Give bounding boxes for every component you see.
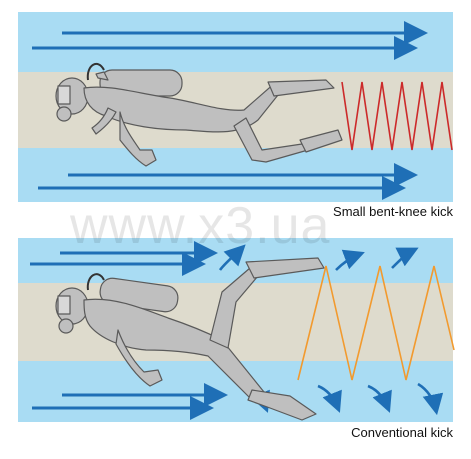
caption-small-bent-knee-kick: Small bent-knee kick [333,204,453,219]
swirl-arrow-icon [417,382,444,416]
panel-conventional-kick [18,238,455,422]
diver-figure-icon [55,62,343,167]
flow-arrows-top [30,241,218,276]
flow-arrows-bottom [32,383,228,420]
flow-arrows-top [32,21,428,60]
swirl-arrow-icon [367,384,392,413]
swirl-arrow-icon [391,247,419,269]
flow-arrows-bottom [38,163,418,200]
swirl-arrow-icon [335,249,365,271]
swirl-arrow-icon [317,384,342,413]
kick-zigzag-small [341,81,453,151]
caption-conventional-kick: Conventional kick [351,425,453,440]
swirl-arrow-icon [218,244,246,271]
swirl-arrows-top [218,244,419,271]
panel-small-bent-knee-kick [18,12,453,202]
kick-zigzag-conventional [297,265,455,381]
diver-figure-icon [55,257,325,421]
watermark: www.x3.ua [70,197,331,255]
